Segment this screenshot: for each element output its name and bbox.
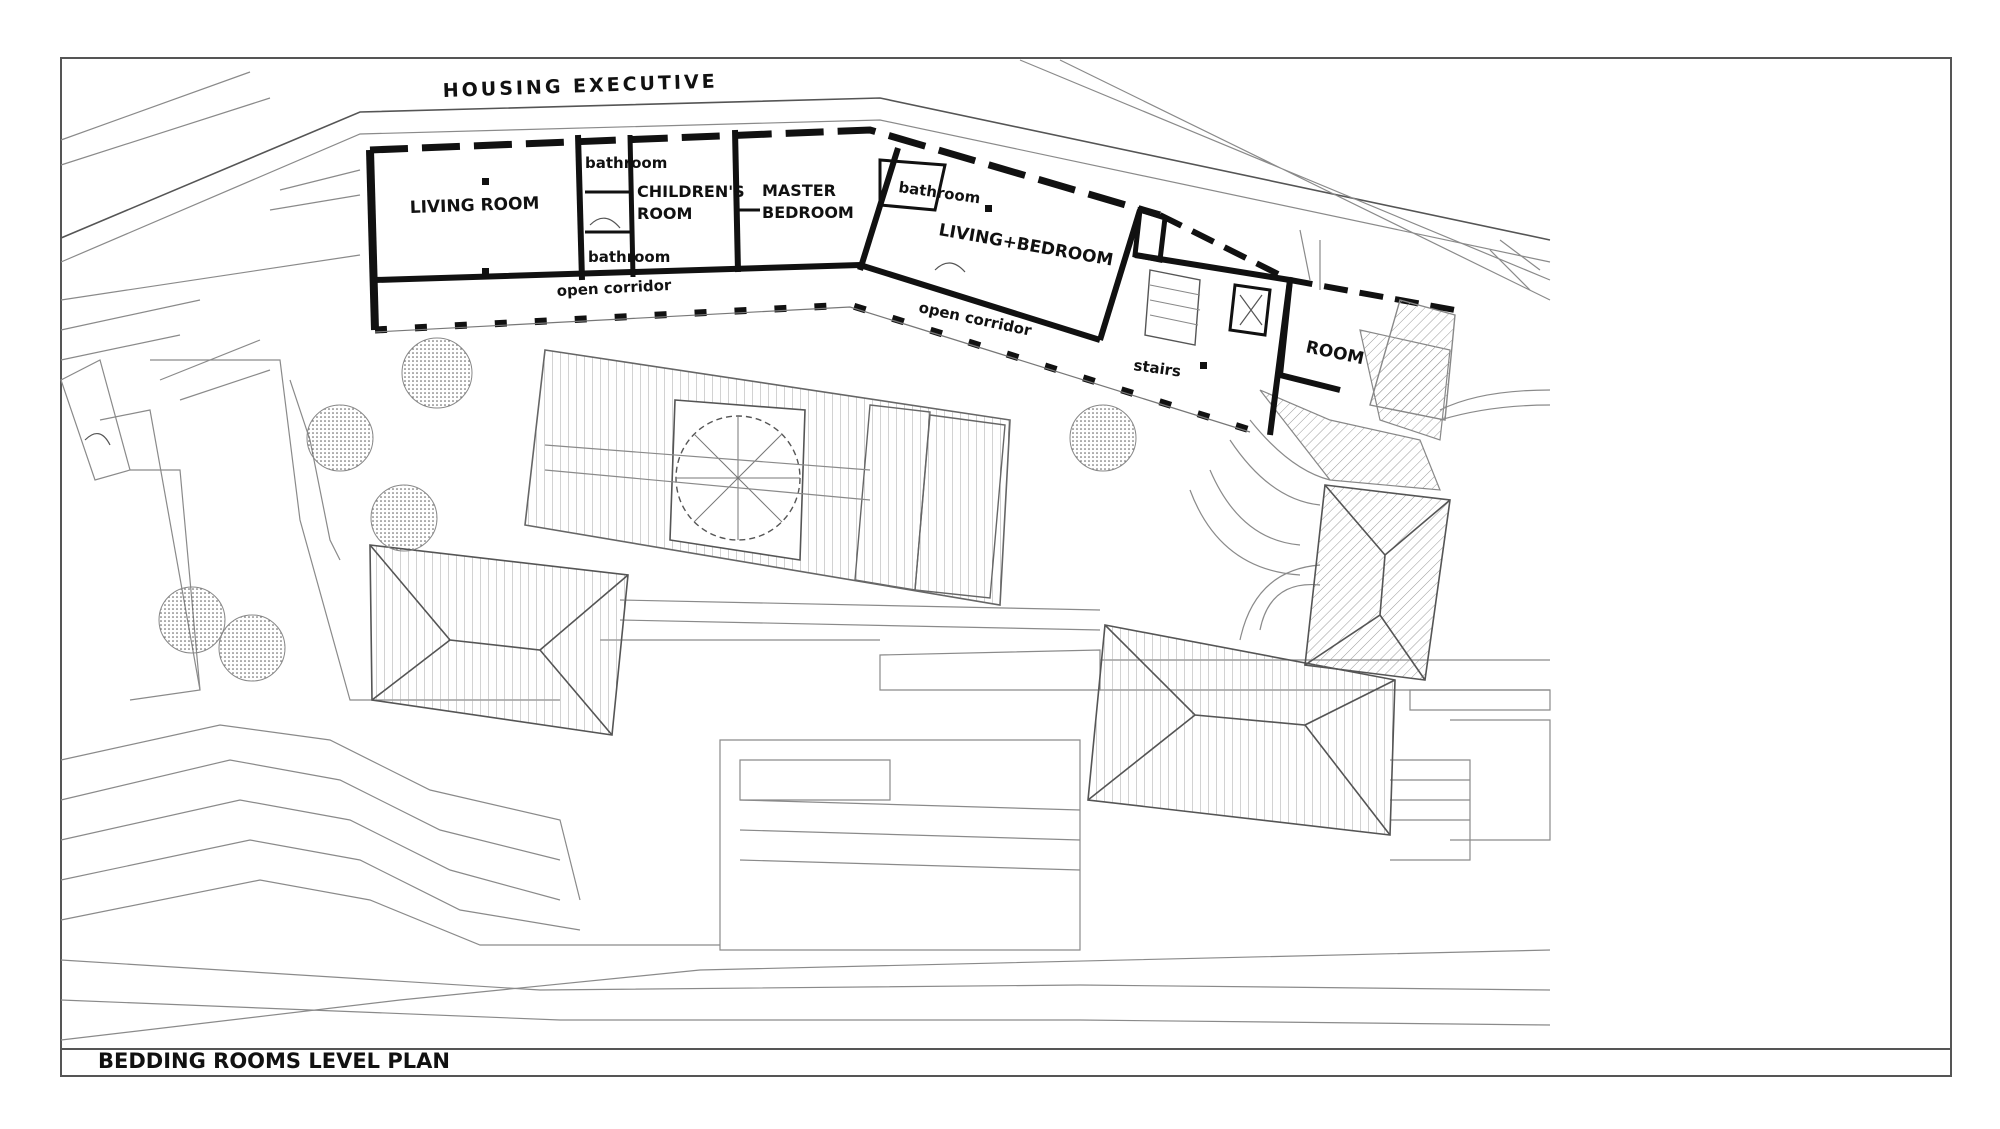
hip-roof-west bbox=[369, 544, 629, 736]
tree bbox=[158, 586, 226, 654]
room-label-bathroom-east: bathroom bbox=[897, 178, 981, 207]
plan-title: BEDDING ROOMS LEVEL PLAN bbox=[98, 1049, 450, 1073]
room-label-master-bedroom-line2: BEDROOM bbox=[762, 203, 854, 222]
tree bbox=[218, 614, 286, 682]
tree bbox=[1069, 404, 1137, 472]
street-label: HOUSING EXECUTIVE bbox=[442, 70, 718, 102]
room-label-childrens-room-line2: ROOM bbox=[637, 204, 692, 223]
trees bbox=[158, 337, 1137, 682]
hip-roof-east bbox=[1087, 624, 1396, 836]
corridor-label-west: open corridor bbox=[556, 276, 672, 300]
room-label-living-bedroom: LIVING+BEDROOM bbox=[937, 220, 1114, 270]
room-label-room: ROOM bbox=[1304, 337, 1366, 369]
room-label-childrens-room-line1: CHILDREN'S bbox=[637, 182, 745, 201]
residential-block bbox=[84, 126, 1456, 446]
central-courtyard-building bbox=[524, 349, 1011, 606]
hip-roof-northeast bbox=[1304, 484, 1451, 681]
room-label-master-bedroom-line1: MASTER bbox=[762, 181, 836, 200]
tree bbox=[370, 484, 438, 552]
room-label-bathroom-upper: bathroom bbox=[585, 154, 667, 172]
stairs-label: stairs bbox=[1132, 356, 1182, 380]
tree bbox=[306, 404, 374, 472]
room-label-bathroom-lower: bathroom bbox=[588, 248, 670, 266]
tree bbox=[401, 337, 473, 409]
drawing-frame bbox=[60, 57, 1952, 1077]
room-label-living-room: LIVING ROOM bbox=[409, 193, 539, 218]
